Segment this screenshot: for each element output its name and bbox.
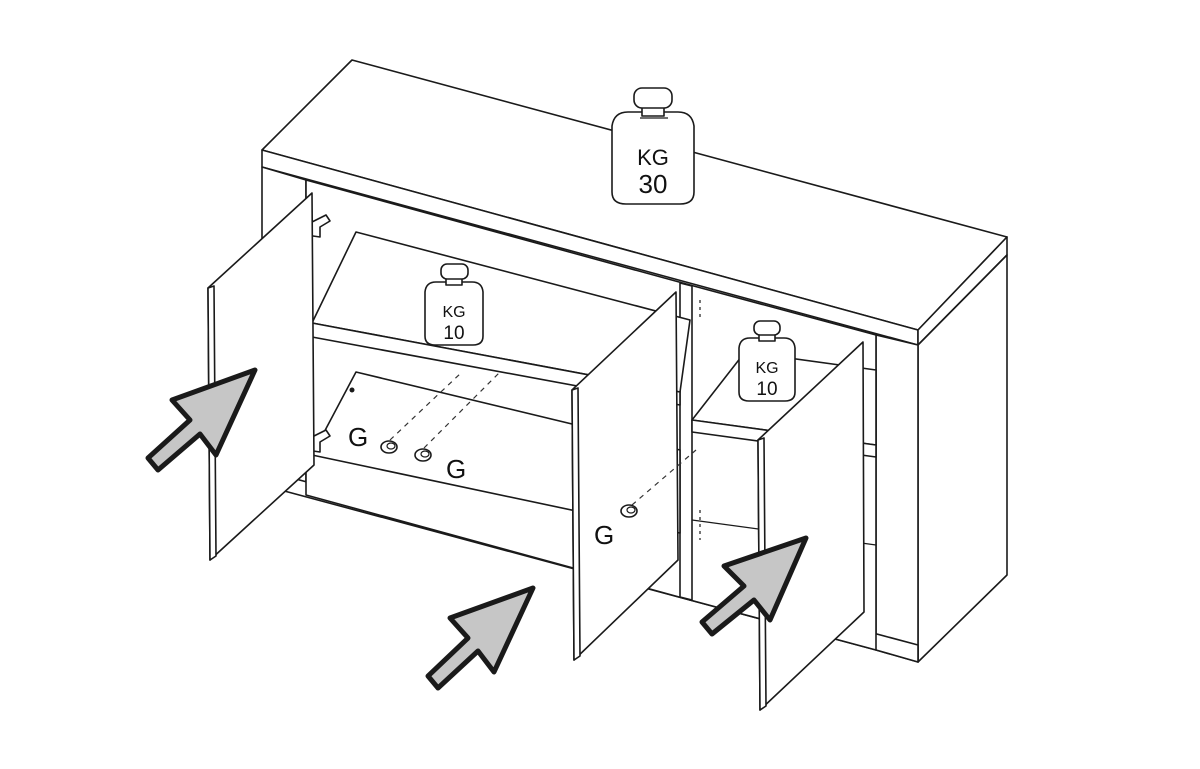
weight-right-body bbox=[738, 337, 796, 402]
guide-line-2 bbox=[423, 371, 501, 449]
cabinet-right-stile bbox=[875, 334, 919, 663]
guide-line-1 bbox=[389, 371, 463, 441]
weight-right-value: 10 bbox=[756, 379, 777, 400]
weight-icon-left: KG 10 bbox=[424, 263, 484, 346]
weight-right-handle bbox=[753, 320, 781, 336]
knob-icon-3-inner bbox=[626, 506, 636, 514]
weight-right-unit: KG bbox=[755, 360, 778, 377]
push-arrow-icon-left bbox=[145, 367, 258, 473]
knob-icon-1 bbox=[380, 440, 398, 454]
weight-top-unit: KG bbox=[637, 145, 669, 170]
middle-door-edge bbox=[571, 387, 581, 661]
weight-top-body bbox=[611, 111, 695, 205]
hardware-label-g-1: G bbox=[348, 422, 368, 452]
weight-left-value: 10 bbox=[443, 323, 464, 344]
push-arrows bbox=[145, 367, 809, 691]
weight-left-handle bbox=[440, 263, 469, 280]
weight-left-unit: KG bbox=[442, 304, 465, 321]
knob-guides bbox=[380, 371, 697, 518]
knob-icon-3 bbox=[620, 504, 638, 518]
hardware-label-g-2: G bbox=[446, 454, 466, 484]
push-arrow-icon-middle bbox=[425, 585, 536, 691]
push-arrow-icon-right bbox=[699, 535, 809, 637]
knob-icon-1-inner bbox=[386, 442, 396, 450]
hardware-label-g-3: G bbox=[594, 520, 614, 550]
weight-icon-right: KG 10 bbox=[738, 320, 796, 402]
weight-icon-top: KG 30 bbox=[611, 87, 695, 205]
weight-left-body bbox=[424, 281, 484, 346]
guide-line-3 bbox=[631, 449, 697, 506]
shelf-pin-hole bbox=[349, 387, 355, 393]
left-door bbox=[207, 192, 315, 561]
knob-icon-2-inner bbox=[420, 450, 430, 458]
weight-top-value: 30 bbox=[639, 169, 668, 199]
weight-top-handle bbox=[633, 87, 673, 109]
doors bbox=[207, 192, 865, 711]
knob-icon-2 bbox=[414, 448, 432, 462]
